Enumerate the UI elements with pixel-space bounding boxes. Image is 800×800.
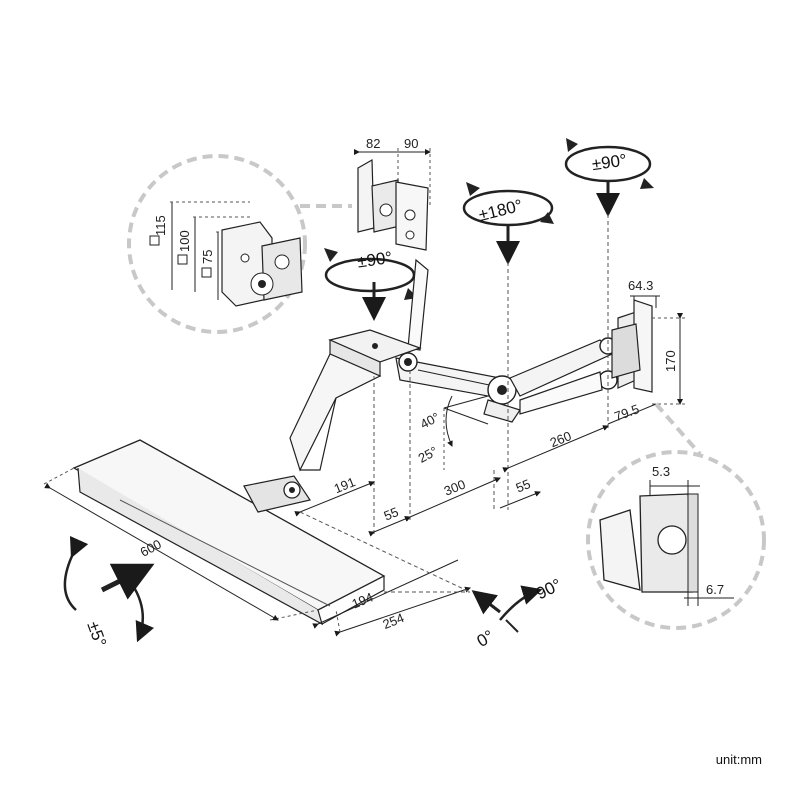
tray-dimension-lines: [43, 467, 471, 637]
tray-offset-191-label: 191: [332, 474, 358, 496]
arm-260-dim-line: [502, 425, 609, 473]
head-width-82: 82: [366, 136, 380, 151]
clamp-6-7-label: 6.7: [706, 582, 724, 597]
arm-angle-lines: [443, 395, 489, 470]
arm-assembly: [289, 258, 653, 472]
tray-depth-194-label: 194: [350, 589, 376, 611]
clamp-5-3-label: 5.3: [652, 464, 670, 479]
tray-width-label: 600: [138, 536, 164, 559]
wall-plate-height-label: 170: [663, 350, 678, 372]
tray-depth-254-label: 254: [380, 610, 406, 632]
monitor-head: [354, 148, 431, 251]
wall-swivel-label: ±90°: [591, 150, 628, 174]
arm-swivel-180-icon: [462, 182, 554, 510]
tray-rotation-0-label: 0°: [474, 626, 498, 651]
arm-300-label: 300: [442, 477, 468, 499]
vesa-75-label: 75: [200, 250, 215, 264]
tray-tilt-label: ±5°: [83, 619, 110, 650]
arm-260-label: 260: [548, 428, 574, 450]
wall-plate-width-label: 64.3: [628, 278, 653, 293]
vesa-detail-callout: [127, 154, 352, 334]
vesa-115-label: 115: [153, 215, 168, 236]
offset-55-right-label: 55: [514, 476, 533, 495]
head-width-90: 90: [404, 136, 418, 151]
wall-swivel-rotation-icon: [564, 138, 654, 430]
wall-plate-dims: [607, 295, 686, 425]
clamp-detail-callout: [586, 402, 766, 630]
unit-label: unit:mm: [715, 752, 762, 767]
arm-down-angle-label: 25°: [416, 443, 440, 465]
head-tilt-label: ±90°: [356, 248, 393, 272]
tray-rotation-icon: [471, 585, 543, 633]
arm-swivel-180-label: ±180°: [477, 196, 525, 225]
offset-55-left-label: 55: [382, 504, 401, 523]
base-dimension-lines: [294, 370, 541, 537]
tray-rotation-90-label: 90°: [533, 575, 564, 603]
arm-up-angle-label: 40°: [418, 409, 442, 431]
wall-depth-label: 79.5: [612, 401, 641, 424]
vesa-100-label: 100: [177, 230, 192, 252]
tray-tilt-rotation-icon: [63, 535, 155, 643]
keyboard-tray: [72, 439, 386, 626]
